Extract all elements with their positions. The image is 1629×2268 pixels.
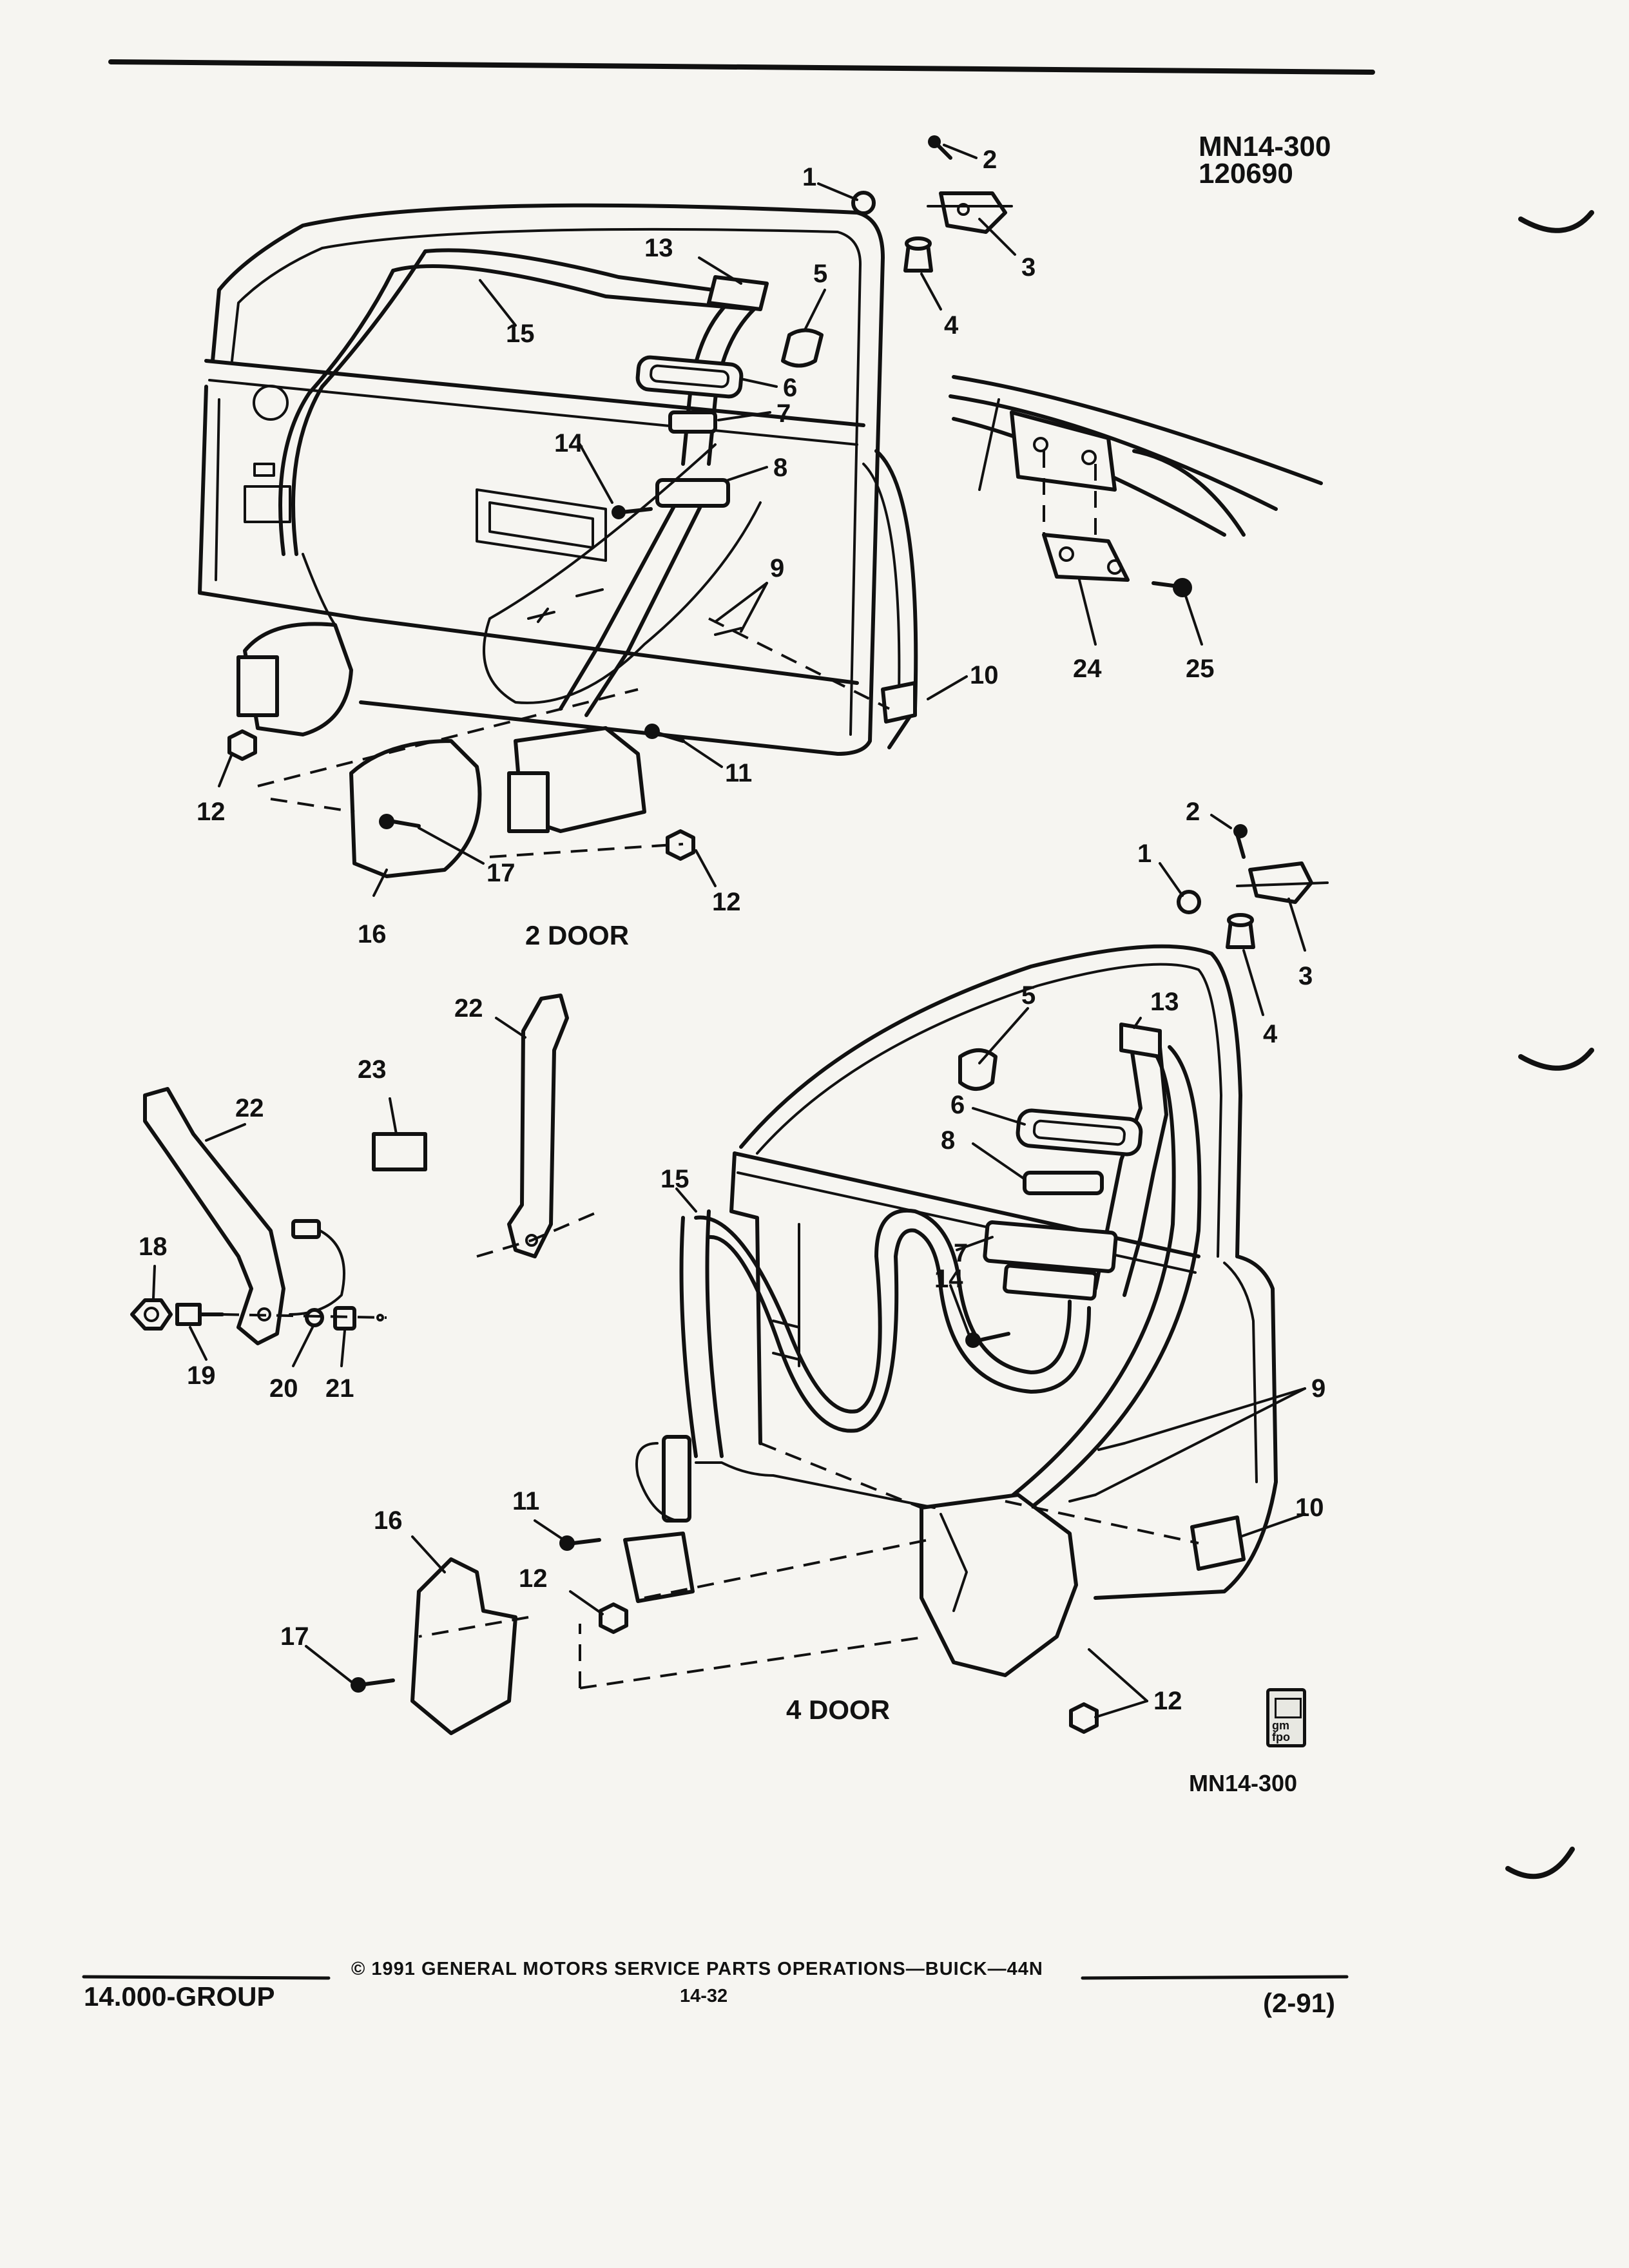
callout-5: 5	[813, 260, 828, 288]
callout-9: 9	[770, 554, 785, 582]
callout-10-4door: 10	[1295, 1494, 1324, 1522]
callout-16-4door: 16	[374, 1506, 403, 1535]
callout-17: 17	[487, 859, 516, 887]
callout-2: 2	[983, 146, 998, 174]
callout-4-4door: 4	[1263, 1020, 1278, 1048]
gm-fpo-badge-icon: gm fpo	[1266, 1688, 1306, 1747]
callout-13: 13	[644, 234, 673, 262]
callout-2-4door: 2	[1186, 798, 1200, 826]
diagram-code-bottom: MN14-300	[1189, 1770, 1298, 1796]
callout-14-4door: 14	[934, 1265, 963, 1293]
footer-group: 14.000-GROUP	[84, 1981, 275, 2012]
footer-copyright: © 1991 GENERAL MOTORS SERVICE PARTS OPER…	[351, 1959, 1043, 1979]
footer-revision: (2-91)	[1263, 1988, 1336, 2018]
callout-3-4door: 3	[1298, 962, 1313, 990]
four-door-illustration	[305, 814, 1329, 1735]
badge-screen	[1275, 1698, 1302, 1718]
callout-18: 18	[139, 1233, 168, 1261]
callout-12-4door-right: 12	[1153, 1687, 1182, 1715]
callout-15: 15	[506, 320, 535, 348]
callout-4: 4	[944, 311, 959, 340]
callout-17-4door: 17	[280, 1622, 309, 1651]
badge-text: gm fpo	[1272, 1719, 1290, 1744]
callout-20: 20	[269, 1374, 298, 1403]
callout-16: 16	[358, 920, 387, 948]
roof-rail-inset	[949, 375, 1323, 646]
callout-6-4door: 6	[950, 1091, 965, 1119]
callout-24: 24	[1073, 655, 1102, 683]
callout-7: 7	[776, 399, 791, 428]
callout-19: 19	[187, 1361, 216, 1390]
view-title-4-door: 4 DOOR	[786, 1695, 891, 1725]
callout-10: 10	[970, 661, 999, 689]
callout-1-4door: 1	[1137, 840, 1152, 868]
callout-8: 8	[773, 454, 788, 482]
callout-23: 23	[358, 1055, 387, 1084]
callout-8-4door: 8	[941, 1126, 956, 1155]
callout-15-4door: 15	[660, 1165, 689, 1193]
footer-page-number: 14-32	[680, 1986, 728, 2006]
callout-9-4door: 9	[1311, 1374, 1326, 1403]
diagram-code-line-2: 120690	[1199, 158, 1293, 189]
callout-11: 11	[725, 759, 753, 787]
callout-7-4door: 7	[954, 1239, 969, 1267]
callout-12-right: 12	[712, 888, 741, 916]
two-door-illustration	[198, 135, 1016, 897]
callout-12-4door-left: 12	[519, 1564, 548, 1593]
diagram-code-line-1: MN14-300	[1199, 131, 1331, 162]
callout-6: 6	[783, 374, 798, 402]
callout-13-4door: 13	[1150, 988, 1179, 1016]
callout-22-right: 22	[454, 994, 483, 1023]
view-title-2-door: 2 DOOR	[525, 920, 630, 950]
trim-parts-group	[130, 994, 600, 1367]
callout-14: 14	[554, 429, 583, 457]
callout-1: 1	[802, 163, 817, 191]
callout-21: 21	[325, 1374, 354, 1403]
callout-25: 25	[1186, 655, 1215, 683]
callout-12-left: 12	[197, 798, 226, 826]
callout-22-left: 22	[235, 1094, 264, 1122]
callout-11-4door: 11	[512, 1487, 540, 1515]
callout-3: 3	[1021, 253, 1036, 282]
callout-5-4door: 5	[1021, 981, 1036, 1010]
